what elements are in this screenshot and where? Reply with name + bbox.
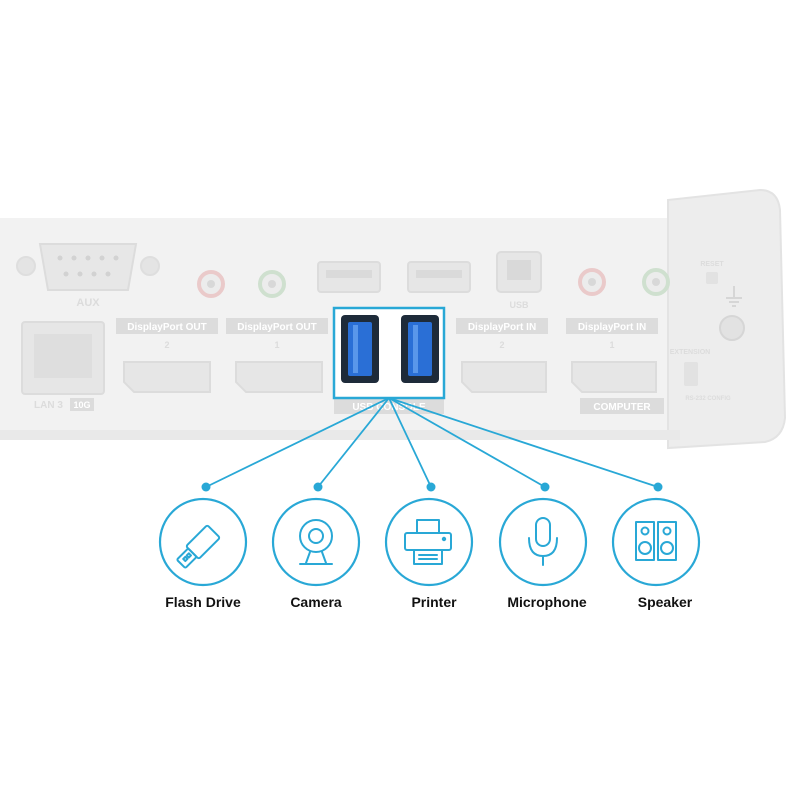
dp-out-2-label: DisplayPort OUT	[127, 322, 206, 333]
aux-pins	[57, 255, 119, 277]
usb-a-mouse-tongue	[326, 270, 372, 278]
speaker-jack-right-hole	[652, 278, 660, 286]
connector-line-camera	[317, 397, 390, 488]
rear-panel: AUX USB LAN 3 10G DisplayPort OUT 2	[0, 188, 787, 450]
dp-in-2-port	[461, 361, 547, 393]
mic-jack-right-hole	[588, 278, 596, 286]
ground-screw	[719, 315, 745, 341]
lan-label: LAN 3	[34, 400, 63, 411]
reset-label: RESET	[700, 261, 724, 268]
aux-serial-port	[38, 243, 138, 291]
flash-drive-icon	[158, 497, 248, 587]
dp-out-1-number: 1	[274, 340, 279, 350]
dp-in-1-number: 1	[609, 340, 614, 350]
dp-out-2-port	[123, 361, 211, 393]
usb-b-insert	[507, 260, 531, 280]
camera-label: Camera	[290, 594, 342, 610]
dp-out-2-number: 2	[164, 340, 169, 350]
connector-dot-camera	[313, 482, 323, 492]
dp-in-2-label: DisplayPort IN	[468, 322, 536, 333]
connector-dot-microphone	[540, 482, 550, 492]
aux-label: AUX	[76, 297, 100, 309]
aux-screw-left	[16, 256, 36, 276]
speaker-label: Speaker	[637, 594, 693, 610]
ground-icon	[726, 286, 742, 307]
dp-out-1-label: DisplayPort OUT	[237, 322, 316, 333]
usb3-port-left-tongue	[348, 322, 372, 376]
microphone-icon	[498, 497, 588, 587]
aux-screw-right	[140, 256, 160, 276]
dp-in-2-label-box	[456, 318, 548, 334]
dp-in-1-port	[571, 361, 657, 393]
printer-label: Printer	[411, 594, 457, 610]
speaker-icon	[611, 497, 701, 587]
computer-label: COMPUTER	[593, 402, 651, 413]
connector-line-speaker	[388, 397, 659, 488]
device-icons	[158, 497, 701, 587]
dp-out-1-label-box	[226, 318, 328, 334]
usb3-port-right-shine	[413, 325, 418, 373]
microphone-label: Microphone	[507, 594, 587, 610]
usb-console-label: USB CONSOLE	[352, 402, 426, 413]
dp-in-1-label-box	[566, 318, 658, 334]
lan-badge-box	[70, 398, 94, 411]
connector-dot-printer	[426, 482, 436, 492]
extension-switch	[684, 362, 698, 386]
camera-icon	[271, 497, 361, 587]
usb-console-label-box	[334, 398, 444, 414]
connector-lines	[205, 397, 659, 488]
lan-port-opening	[34, 334, 92, 378]
usb-b-label: USB	[509, 300, 529, 310]
usb3-port-left-shine	[353, 325, 358, 373]
computer-label-box	[580, 398, 664, 414]
connector-dot-speaker	[653, 482, 663, 492]
connector-dot-flash-drive	[201, 482, 211, 492]
connector-line-printer	[388, 397, 432, 488]
lan-badge: 10G	[73, 400, 90, 410]
connector-line-flash-drive	[205, 397, 390, 488]
speaker-jack-left-hole	[268, 280, 276, 288]
panel-shadow	[0, 430, 680, 440]
reset-button	[706, 272, 718, 284]
connector-line-microphone	[388, 397, 546, 488]
rs232-label: RS-232 CONFIG	[685, 396, 731, 402]
dp-out-1-port	[235, 361, 323, 393]
printer-icon	[384, 497, 474, 587]
extension-label: EXTENSION	[670, 349, 710, 356]
usb3-port-right-tongue	[408, 322, 432, 376]
connector-dots	[201, 482, 663, 492]
dp-out-2-label-box	[116, 318, 218, 334]
mic-jack-left-hole	[207, 280, 215, 288]
dp-in-1-label: DisplayPort IN	[578, 322, 646, 333]
usb-a-keyboard-tongue	[416, 270, 462, 278]
dp-in-2-number: 2	[499, 340, 504, 350]
usb-highlight	[332, 306, 446, 400]
flash-drive-label: Flash Drive	[165, 594, 241, 610]
